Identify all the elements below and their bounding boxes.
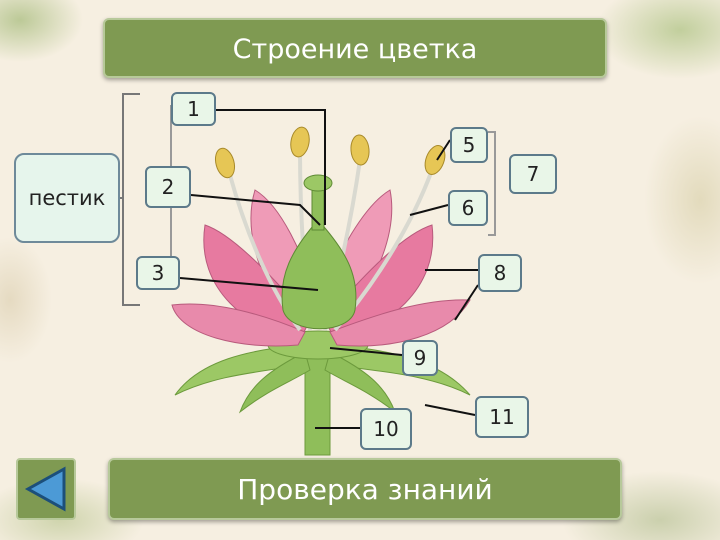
anther: [212, 146, 237, 180]
label-8[interactable]: 8: [478, 254, 522, 292]
label-9[interactable]: 9: [402, 340, 438, 376]
label-3[interactable]: 3: [136, 256, 180, 290]
label-11[interactable]: 11: [475, 396, 529, 438]
label-2[interactable]: 2: [145, 166, 191, 208]
back-button[interactable]: [16, 458, 76, 520]
triangle-left-icon: [22, 465, 70, 513]
label-1[interactable]: 1: [171, 92, 216, 126]
label-10[interactable]: 10: [360, 408, 412, 450]
pistil-stigma: [304, 175, 332, 191]
label-5[interactable]: 5: [450, 127, 488, 163]
anther: [350, 134, 371, 165]
pistil-label: пестик: [14, 153, 120, 243]
label-7[interactable]: 7: [509, 154, 557, 194]
label-6[interactable]: 6: [448, 190, 488, 226]
anther: [289, 126, 312, 159]
check-knowledge-button[interactable]: Проверка знаний: [108, 458, 622, 520]
